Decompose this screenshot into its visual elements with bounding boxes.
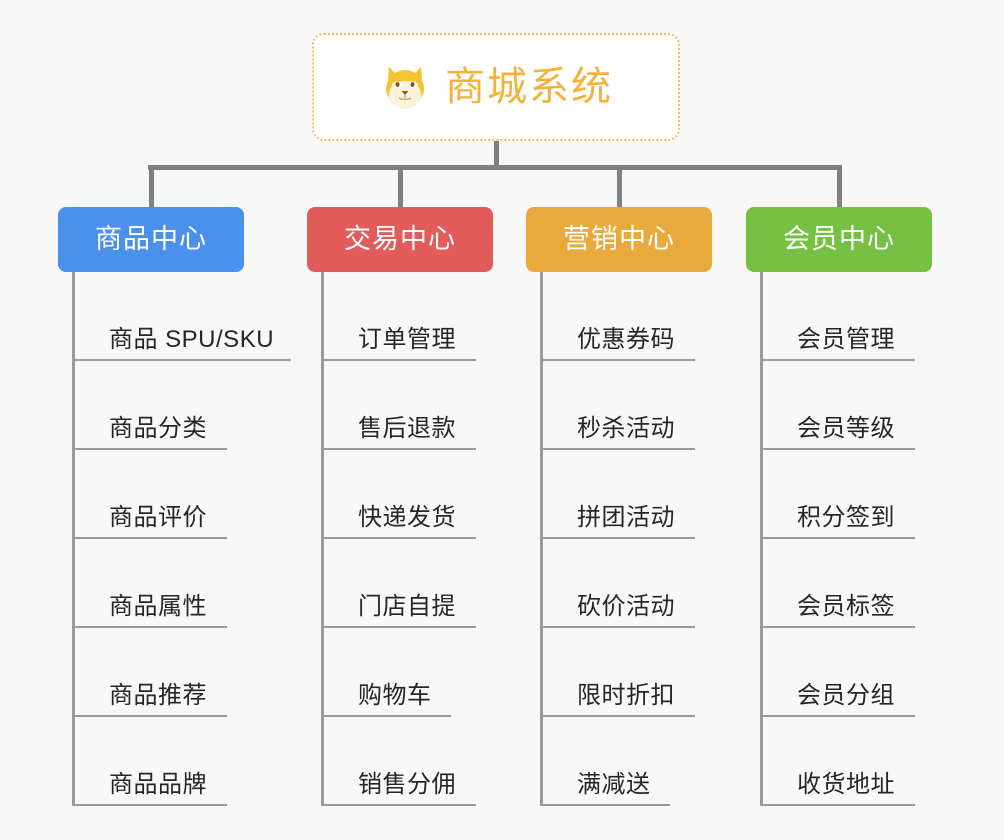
- root-node-shop-system[interactable]: 商城系统: [312, 33, 680, 141]
- leaf-item[interactable]: 积分签到: [763, 450, 932, 539]
- leaf-item-label: 会员管理: [797, 326, 895, 354]
- leaf-underline: [324, 359, 476, 361]
- leaf-item[interactable]: 商品 SPU/SKU: [75, 272, 291, 361]
- leaf-underline: [543, 804, 670, 806]
- leaf-item-label: 收货地址: [797, 771, 895, 799]
- category-label: 商品中心: [95, 224, 207, 254]
- leaf-item[interactable]: 商品评价: [75, 450, 244, 539]
- leaf-item[interactable]: 售后退款: [324, 361, 493, 450]
- category-box-trade-center[interactable]: 交易中心: [307, 207, 493, 272]
- leaf-underline: [763, 626, 915, 628]
- leaf-item[interactable]: 会员标签: [763, 539, 932, 628]
- leaf-underline: [324, 448, 476, 450]
- leaf-underline: [75, 715, 227, 717]
- connector-horizontal-bus: [148, 165, 842, 170]
- leaf-item-label: 限时折扣: [577, 682, 675, 710]
- leaf-underline: [763, 804, 915, 806]
- leaf-item-label: 销售分佣: [358, 771, 456, 799]
- leaf-underline: [543, 715, 695, 717]
- connector-drop-marketing-center: [617, 165, 622, 209]
- branch-column-marketing-center: 营销中心优惠券码秒杀活动拼团活动砍价活动限时折扣满减送: [526, 207, 712, 806]
- leaf-item[interactable]: 拼团活动: [543, 450, 712, 539]
- leaf-item[interactable]: 秒杀活动: [543, 361, 712, 450]
- leaf-item[interactable]: 商品分类: [75, 361, 244, 450]
- leaf-item[interactable]: 商品品牌: [75, 717, 244, 806]
- shiba-dog-face-icon: [379, 61, 431, 113]
- leaf-underline: [763, 537, 915, 539]
- leaf-underline: [75, 626, 227, 628]
- branch-column-member-center: 会员中心会员管理会员等级积分签到会员标签会员分组收货地址: [746, 207, 932, 806]
- leaf-underline: [763, 448, 915, 450]
- leaf-item[interactable]: 会员管理: [763, 272, 932, 361]
- leaf-list-product-center: 商品 SPU/SKU 商品分类商品评价商品属性商品推荐商品品牌: [72, 272, 291, 806]
- leaf-item[interactable]: 门店自提: [324, 539, 493, 628]
- leaf-item-label: 会员等级: [797, 415, 895, 443]
- leaf-underline: [324, 626, 476, 628]
- leaf-list-trade-center: 订单管理售后退款快递发货门店自提购物车销售分佣: [321, 272, 493, 806]
- leaf-underline: [543, 448, 695, 450]
- leaf-item[interactable]: 快递发货: [324, 450, 493, 539]
- leaf-item-label: 会员标签: [797, 593, 895, 621]
- leaf-item-label: 门店自提: [358, 593, 456, 621]
- leaf-underline: [75, 537, 227, 539]
- leaf-item-label: 购物车: [358, 682, 432, 710]
- leaf-item[interactable]: 会员分组: [763, 628, 932, 717]
- category-box-member-center[interactable]: 会员中心: [746, 207, 932, 272]
- leaf-underline: [324, 715, 451, 717]
- category-label: 会员中心: [783, 224, 895, 254]
- leaf-underline: [763, 715, 915, 717]
- leaf-item-label: 商品属性: [109, 593, 207, 621]
- leaf-item[interactable]: 限时折扣: [543, 628, 712, 717]
- leaf-item-label: 砍价活动: [577, 593, 675, 621]
- leaf-underline: [75, 804, 227, 806]
- category-label: 营销中心: [563, 224, 675, 254]
- leaf-item-label: 售后退款: [358, 415, 456, 443]
- leaf-underline: [543, 359, 695, 361]
- leaf-item-label: 商品 SPU/SKU: [109, 326, 275, 354]
- category-box-marketing-center[interactable]: 营销中心: [526, 207, 712, 272]
- leaf-item-label: 积分签到: [797, 504, 895, 532]
- branch-column-product-center: 商品中心商品 SPU/SKU 商品分类商品评价商品属性商品推荐商品品牌: [58, 207, 291, 806]
- category-label: 交易中心: [344, 224, 456, 254]
- branch-column-trade-center: 交易中心订单管理售后退款快递发货门店自提购物车销售分佣: [307, 207, 493, 806]
- connector-drop-member-center: [837, 165, 842, 209]
- leaf-item[interactable]: 商品推荐: [75, 628, 244, 717]
- leaf-item-label: 商品推荐: [109, 682, 207, 710]
- leaf-item[interactable]: 购物车: [324, 628, 493, 717]
- leaf-item-label: 秒杀活动: [577, 415, 675, 443]
- leaf-underline: [324, 804, 476, 806]
- leaf-item-label: 拼团活动: [577, 504, 675, 532]
- leaf-underline: [543, 626, 695, 628]
- leaf-item[interactable]: 商品属性: [75, 539, 244, 628]
- leaf-item-label: 快递发货: [358, 504, 456, 532]
- leaf-item[interactable]: 会员等级: [763, 361, 932, 450]
- leaf-item-label: 会员分组: [797, 682, 895, 710]
- leaf-underline: [543, 537, 695, 539]
- leaf-list-marketing-center: 优惠券码秒杀活动拼团活动砍价活动限时折扣满减送: [540, 272, 712, 806]
- leaf-item-label: 优惠券码: [577, 326, 675, 354]
- leaf-underline: [75, 359, 291, 361]
- leaf-item[interactable]: 订单管理: [324, 272, 493, 361]
- leaf-underline: [324, 537, 476, 539]
- connector-drop-trade-center: [398, 165, 403, 209]
- leaf-underline: [75, 448, 227, 450]
- leaf-item-label: 商品品牌: [109, 771, 207, 799]
- leaf-item[interactable]: 砍价活动: [543, 539, 712, 628]
- leaf-item-label: 商品评价: [109, 504, 207, 532]
- category-box-product-center[interactable]: 商品中心: [58, 207, 244, 272]
- leaf-item[interactable]: 收货地址: [763, 717, 932, 806]
- leaf-item[interactable]: 优惠券码: [543, 272, 712, 361]
- leaf-item-label: 满减送: [577, 771, 651, 799]
- leaf-item-label: 商品分类: [109, 415, 207, 443]
- leaf-underline: [763, 359, 915, 361]
- root-node-title: 商城系统: [445, 65, 613, 109]
- leaf-item-label: 订单管理: [358, 326, 456, 354]
- leaf-list-member-center: 会员管理会员等级积分签到会员标签会员分组收货地址: [760, 272, 932, 806]
- connector-root-stem: [494, 141, 499, 168]
- leaf-item[interactable]: 销售分佣: [324, 717, 493, 806]
- leaf-item[interactable]: 满减送: [543, 717, 712, 806]
- connector-drop-product-center: [149, 165, 154, 209]
